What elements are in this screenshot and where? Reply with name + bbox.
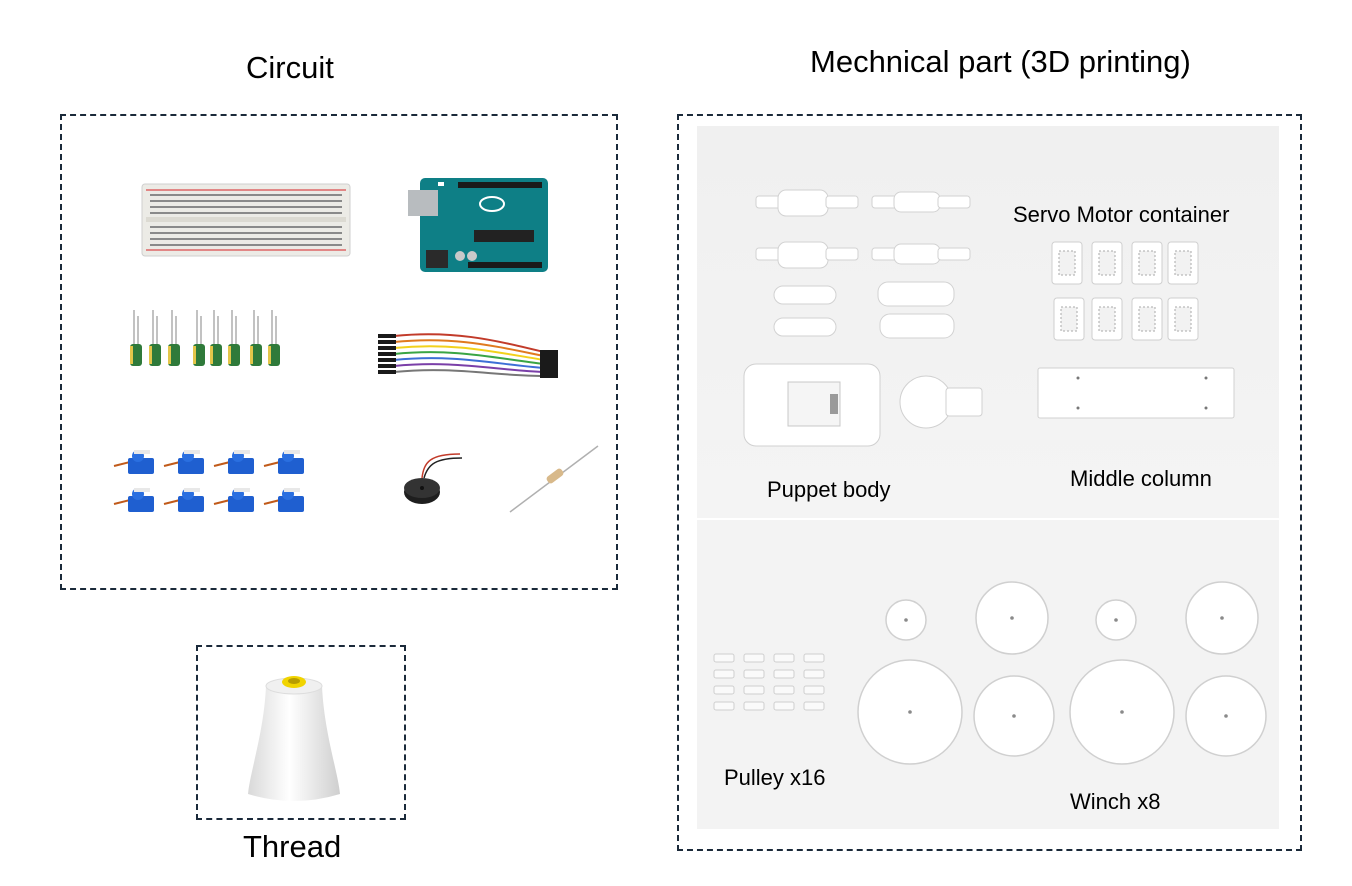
middle-column-label: Middle column	[1070, 466, 1212, 491]
arduino-board-icon	[408, 178, 548, 272]
resistor-icon	[509, 445, 599, 513]
winch-icon	[857, 581, 1267, 765]
pulley-icon	[713, 653, 825, 711]
thread-title: Thread	[243, 829, 342, 864]
circuit-box	[60, 114, 618, 590]
servo-container-label: Servo Motor container	[1013, 202, 1230, 227]
servo-motors-icon	[113, 449, 305, 513]
middle-column-icon	[1037, 367, 1235, 419]
winch-label: Winch x8	[1070, 789, 1161, 814]
thread-spool-icon	[248, 676, 340, 801]
mechanical-title: Mechnical part (3D printing)	[810, 44, 1191, 79]
puppet-limbs-icon	[755, 189, 971, 339]
pulley-label: Pulley x16	[724, 765, 826, 790]
breadboard-icon	[141, 183, 351, 257]
capacitors-icon	[130, 310, 280, 366]
servo-container-icon	[1051, 241, 1199, 341]
puppet-body-label: Puppet body	[767, 477, 891, 502]
circuit-title: Circuit	[246, 50, 334, 85]
mechanical-box	[677, 114, 1302, 851]
buzzer-icon	[404, 453, 463, 504]
jumper-wires-icon	[378, 333, 558, 378]
thread-box	[196, 645, 406, 820]
puppet-body-icon	[743, 363, 983, 447]
